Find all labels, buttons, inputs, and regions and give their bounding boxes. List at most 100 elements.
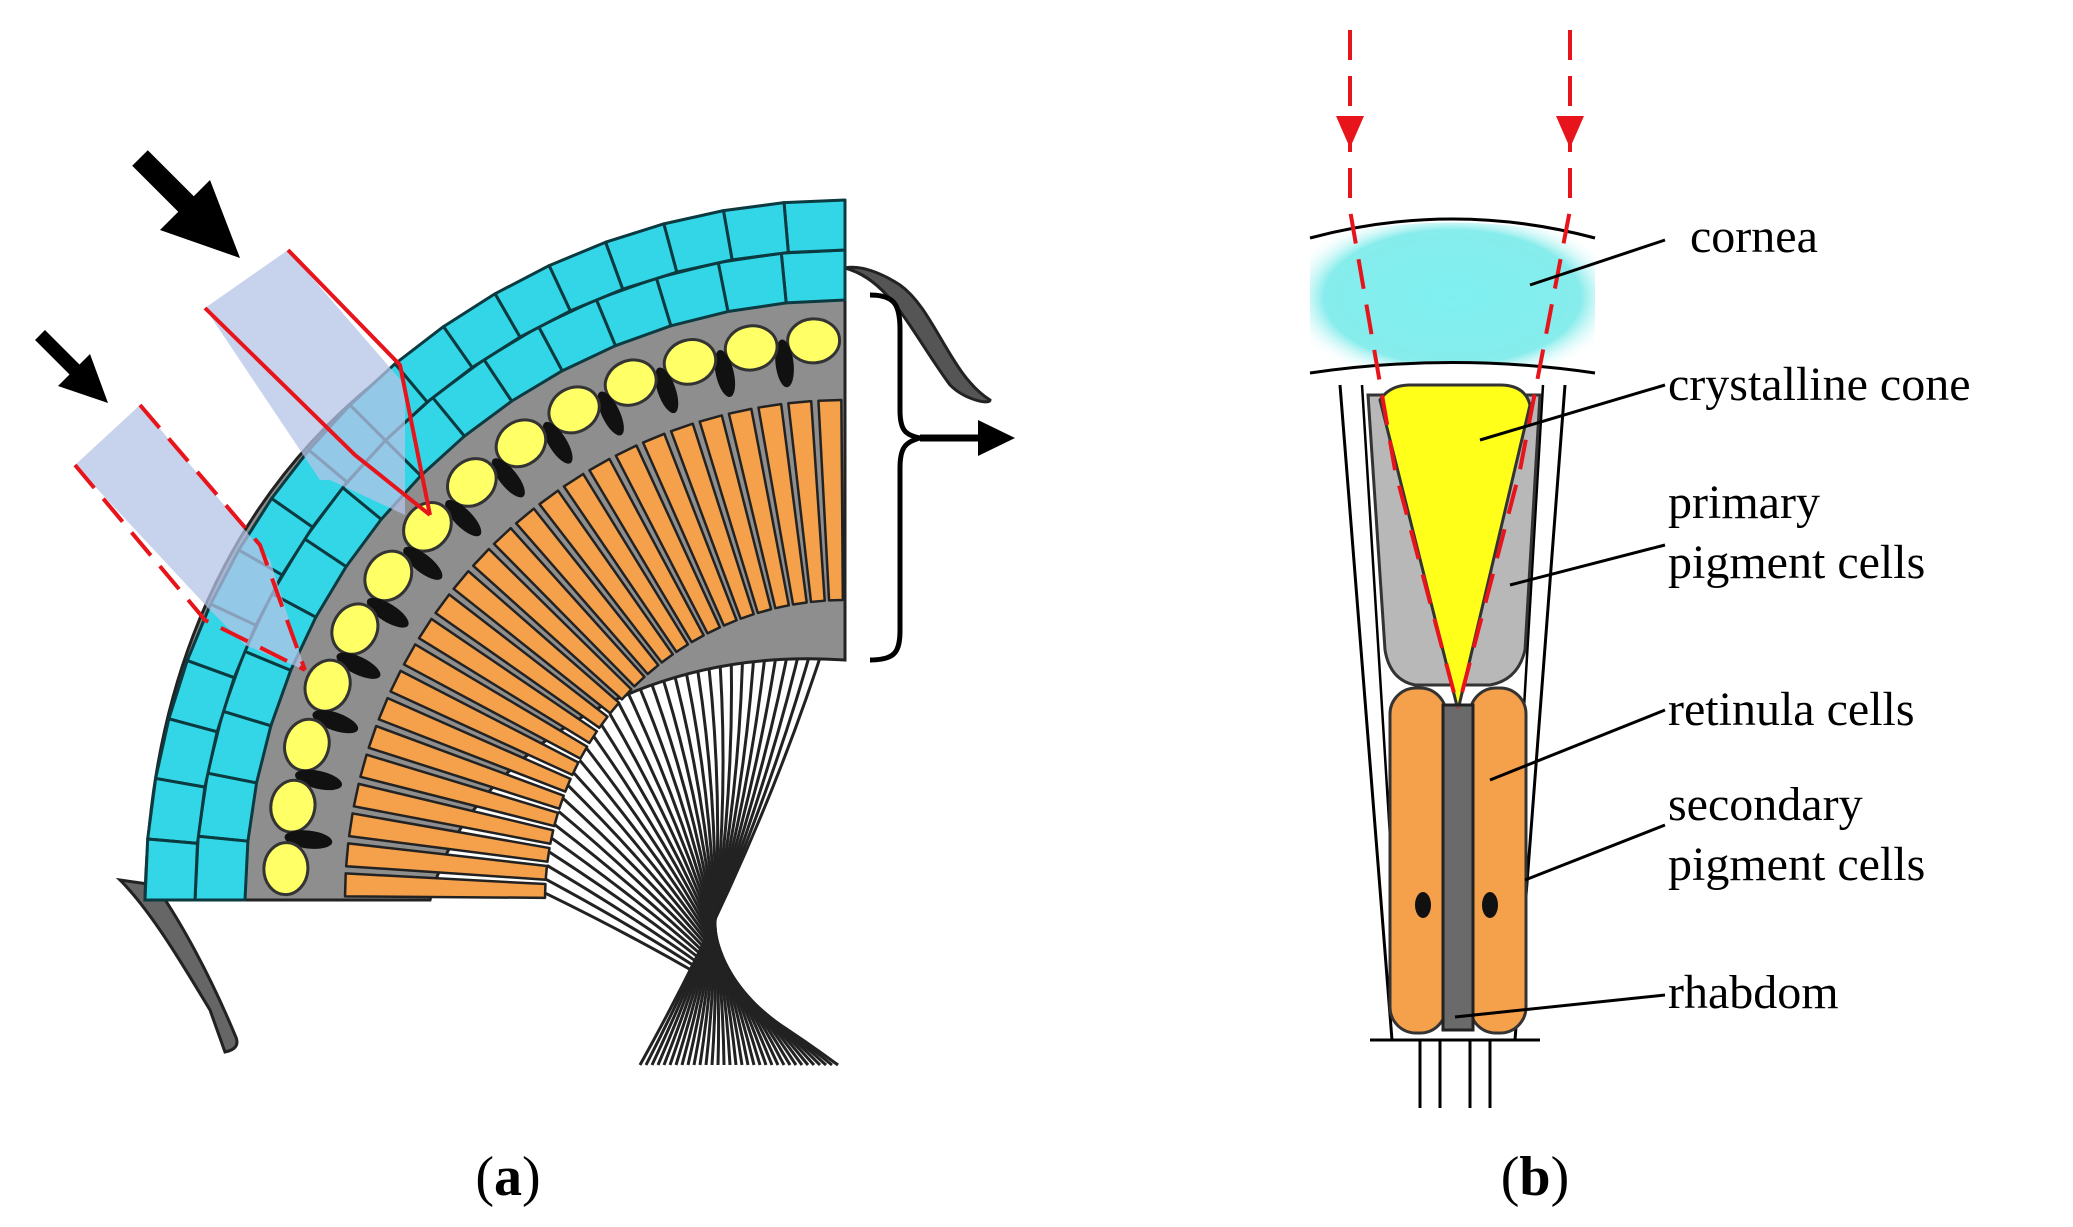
retinula-rod <box>359 753 560 828</box>
label-retinula-cells: retinula cells <box>1668 683 1915 736</box>
retinula-rod <box>402 643 589 760</box>
retinula-rod <box>614 444 722 635</box>
retinula-rod <box>514 507 660 676</box>
nerve-fiber <box>680 617 745 1066</box>
retinula-rod <box>698 414 773 615</box>
retinula-rod <box>352 782 555 846</box>
crystalline-cone-a <box>363 549 414 603</box>
incident-arrow-large <box>132 150 240 258</box>
nerve-fiber <box>657 664 726 1066</box>
ray-arrowhead-left <box>1336 116 1364 148</box>
retinula-rod <box>757 402 808 606</box>
nerve-fiber <box>550 836 816 1066</box>
rhabdom-rod <box>1441 703 1475 1032</box>
retinula-rod <box>434 593 609 730</box>
pigment-granule <box>366 597 409 628</box>
crystalline-cone-a <box>786 317 842 365</box>
leader-secondary-pigment <box>1524 823 1666 882</box>
retinula-rod <box>562 472 690 654</box>
nerve-fiber <box>679 648 718 1066</box>
label-primary-pigment-line1: primary <box>1668 476 1820 529</box>
leader-primary-pigment <box>1509 543 1666 587</box>
crystalline-cone-a <box>303 658 352 713</box>
retinula-rod <box>641 432 738 627</box>
nerve-fiber <box>557 810 804 1066</box>
panel-a-caption: (a) <box>475 1146 540 1208</box>
retinula-rod <box>787 399 826 604</box>
nerve-fiber <box>646 673 732 1066</box>
cornea-lens <box>1310 222 1595 372</box>
crystalline-cones <box>262 317 842 897</box>
nerve-fiber <box>600 723 762 1066</box>
crystalline-cone-a <box>446 457 498 508</box>
retinula-rod <box>727 407 791 610</box>
crystalline-cone-a <box>330 602 380 656</box>
pigment-granule <box>714 350 736 398</box>
crystalline-cone-a <box>283 717 331 773</box>
retinula-rod <box>367 724 565 810</box>
crystalline-cone-a <box>494 418 548 469</box>
label-secondary-pigment-line2: pigment cells <box>1668 838 1925 891</box>
pigment-granule <box>403 546 443 580</box>
cornea-facet <box>782 198 847 254</box>
retinula-rod <box>817 398 845 602</box>
retinula-cell-left <box>1388 686 1448 1035</box>
cornea-outline-bottom <box>1309 361 1596 375</box>
nerve-fiber <box>674 613 758 1066</box>
pigment-granule <box>597 391 624 436</box>
crystalline-cone-a <box>547 385 601 435</box>
crystalline-cone <box>1378 383 1532 711</box>
output-arrow-head <box>978 420 1015 456</box>
nerve-fiber <box>691 641 717 1066</box>
panel-a-eye-section <box>35 150 1015 1067</box>
incident-arrow-small <box>35 330 108 403</box>
nerve-fiber <box>592 735 768 1066</box>
nerve-fiber <box>553 823 810 1066</box>
retinula-rod <box>588 457 705 644</box>
crystalline-cone-a <box>269 778 317 834</box>
crystalline-cone-a <box>603 358 658 407</box>
nerve-fiber <box>626 692 744 1066</box>
retinula-rod <box>492 526 646 688</box>
retinula-rod <box>452 569 621 715</box>
retinula-rod <box>417 617 599 745</box>
leader-crystalline-cone <box>1479 383 1666 442</box>
retinula-rod <box>347 812 551 863</box>
retinula-rod <box>538 489 675 664</box>
nerve-fiber <box>692 628 725 1066</box>
label-crystalline-cone: crystalline cone <box>1668 358 1971 411</box>
nerve-fibers <box>544 599 840 1067</box>
retinula-rod <box>669 422 755 620</box>
pigment-granule <box>336 652 381 679</box>
light-beam-large <box>203 248 432 517</box>
retinula-nucleus-left <box>1415 892 1431 918</box>
label-primary-pigment-line2: pigment cells <box>1668 536 1925 589</box>
cornea-facet <box>779 248 847 305</box>
nerve-fiber <box>566 784 792 1066</box>
nerve-fiber <box>572 771 786 1066</box>
leader-cornea <box>1529 238 1666 287</box>
crystalline-cone-a <box>662 338 718 386</box>
retinula-cell-right <box>1468 686 1528 1035</box>
light-rays <box>1336 30 1584 709</box>
cornea-outline-top <box>1309 217 1596 240</box>
cornea-facet <box>193 834 250 902</box>
nerve-fiber <box>617 702 750 1066</box>
nerve-fiber <box>561 797 798 1066</box>
basement-membrane <box>1370 1038 1540 1108</box>
pigment-granule <box>542 421 573 464</box>
nerve-fiber <box>668 609 772 1066</box>
nerve-fiber <box>578 759 780 1066</box>
cornea-facet <box>146 776 207 845</box>
light-beam-small <box>73 403 307 672</box>
pigment-granule <box>775 339 794 388</box>
crystalline-cone-a <box>723 324 779 372</box>
retinula-rod <box>377 696 572 793</box>
retinula-rod <box>389 669 580 777</box>
retinula-rods <box>343 398 845 900</box>
pigment-granule <box>445 500 482 537</box>
label-secondary-pigment-line1: secondary <box>1668 778 1863 831</box>
crystalline-cone-a <box>402 501 453 553</box>
nerve-fiber <box>638 599 840 1066</box>
layer-bracket <box>869 292 921 663</box>
